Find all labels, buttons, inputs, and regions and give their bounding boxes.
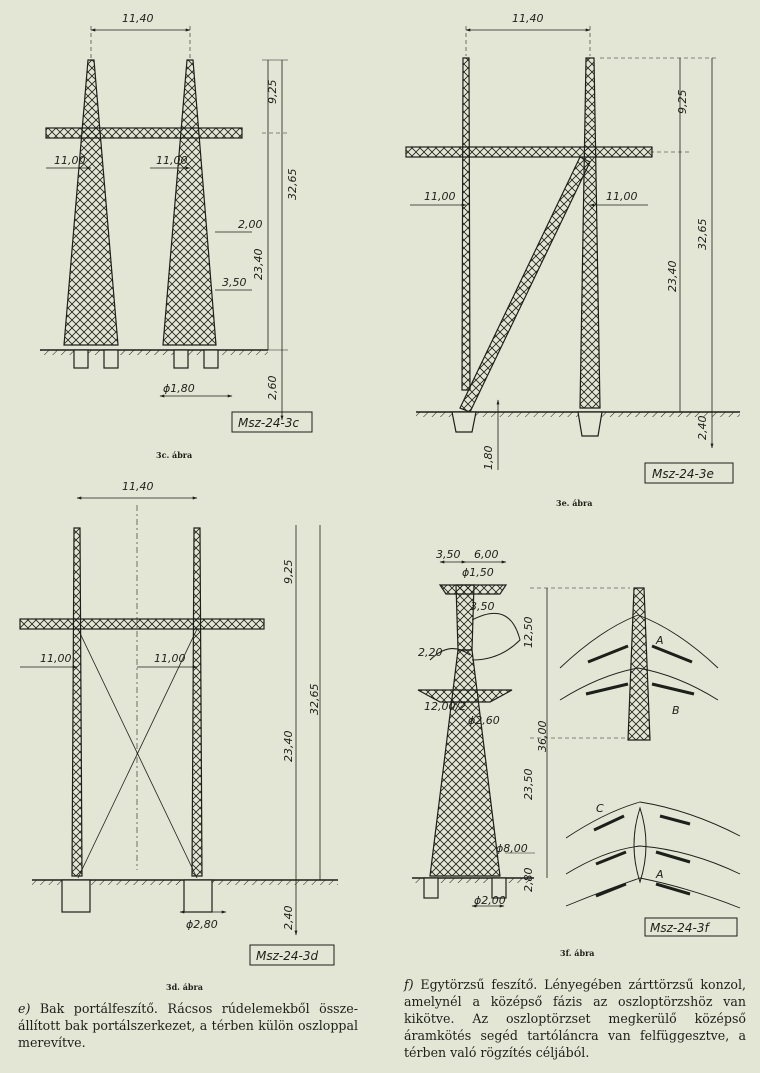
- dim-3f-foot-dia: ϕ2,00: [474, 894, 506, 907]
- dim-3e-width: 11,40: [512, 12, 544, 25]
- caption-e-title: Bak portálfeszítő.: [39, 1001, 158, 1016]
- dim-3e-top: 9,25: [676, 90, 689, 115]
- dim-3d-total: 32,65: [308, 684, 321, 716]
- dim-3c-leg-base: 3,50: [222, 276, 247, 289]
- figure-3c-portal: [40, 26, 313, 433]
- dim-3f-base-dia: ϕ8,00: [496, 842, 528, 855]
- dim-3f-head-w: 3,50: [470, 600, 495, 613]
- dim-3c-width: 11,40: [122, 12, 154, 25]
- dim-3d-mid: 23,40: [282, 731, 295, 763]
- dim-3f-mid: 23,50: [522, 769, 535, 801]
- dim-3f-arm-h: 2,20: [418, 646, 443, 659]
- figure-3f-single-tower: [412, 560, 741, 937]
- label-3f-a-side: A: [655, 634, 664, 647]
- caption-f: f) Egytörzsű feszítő. Lényegében zárttör…: [404, 976, 746, 1061]
- figure-3d-portal-crossed: [19, 496, 338, 966]
- caption-f-lead: f): [404, 977, 414, 992]
- code-3e: Msz-24-3e: [652, 467, 714, 481]
- dim-3e-mid: 23,40: [666, 261, 679, 293]
- caption-e: e) Bak portálfeszítő. Rácsos rúdelemekbő…: [18, 1000, 358, 1051]
- dim-3f-head-dia: ϕ1,50: [462, 566, 494, 579]
- code-3d: Msz-24-3d: [256, 949, 318, 963]
- dim-3d-bottom: 2,40: [282, 906, 295, 931]
- dim-3d-right-arm: 11,00: [154, 652, 186, 665]
- label-3d: 3d. ábra: [166, 982, 203, 992]
- dim-3f-w1: 3,50: [436, 548, 461, 561]
- dim-3c-top: 9,25: [266, 80, 279, 105]
- dim-3d-foot-dia: ϕ2,80: [186, 918, 218, 931]
- label-3c: 3c. ábra: [156, 450, 192, 460]
- label-3f-a-plan: A: [655, 868, 664, 881]
- caption-f-title: Egytörzsű feszítő.: [420, 977, 538, 992]
- label-3f-b-side: B: [672, 704, 680, 717]
- dim-3e-total: 32,65: [696, 219, 709, 251]
- dim-3c-left-arm: 11,00: [54, 154, 86, 167]
- dim-3c-leg-top: 2,00: [238, 218, 263, 231]
- dim-3c-bottom: 2,60: [266, 376, 279, 401]
- code-3f: Msz-24-3f: [650, 921, 710, 935]
- dim-3e-right-arm: 11,00: [606, 190, 638, 203]
- dim-3f-body-dia: ϕ2,60: [468, 714, 500, 727]
- dim-3c-mid: 23,40: [252, 249, 265, 281]
- dim-3c-right-arm: 11,00: [156, 154, 188, 167]
- dim-3d-width: 11,40: [122, 480, 154, 493]
- label-3f-c-plan: C: [596, 802, 604, 815]
- dim-3e-left-arm: 11,00: [424, 190, 456, 203]
- dim-3f-arm-l: 12,00/2: [424, 700, 466, 713]
- dim-3e-bottom: 2,40: [696, 416, 709, 441]
- code-3c: Msz-24-3c: [238, 416, 299, 430]
- dim-3d-left-arm: 11,00: [40, 652, 72, 665]
- caption-e-lead: e): [18, 1001, 31, 1016]
- label-3e: 3e. ábra: [556, 498, 592, 508]
- label-3f: 3f. ábra: [560, 948, 594, 958]
- dim-3e-strut-base: 1,80: [482, 446, 495, 471]
- dim-3f-h1: 12,50: [522, 617, 535, 649]
- dim-3c-foot-dia: ϕ1,80: [163, 382, 195, 395]
- figure-3e-portal-strut: [405, 26, 740, 484]
- caption-e-body: Rácsos rúdelemekből össze­állított bak p…: [18, 1001, 358, 1050]
- dim-3d-top: 9,25: [282, 560, 295, 585]
- dim-3f-bottom: 2,80: [522, 868, 535, 893]
- caption-f-body: Lényegében zárttörzsű konzol, amelynél a…: [404, 977, 746, 1060]
- dim-3f-total: 36,00: [536, 721, 549, 753]
- dim-3c-total: 32,65: [286, 169, 299, 201]
- dim-3f-w2: 6,00: [474, 548, 499, 561]
